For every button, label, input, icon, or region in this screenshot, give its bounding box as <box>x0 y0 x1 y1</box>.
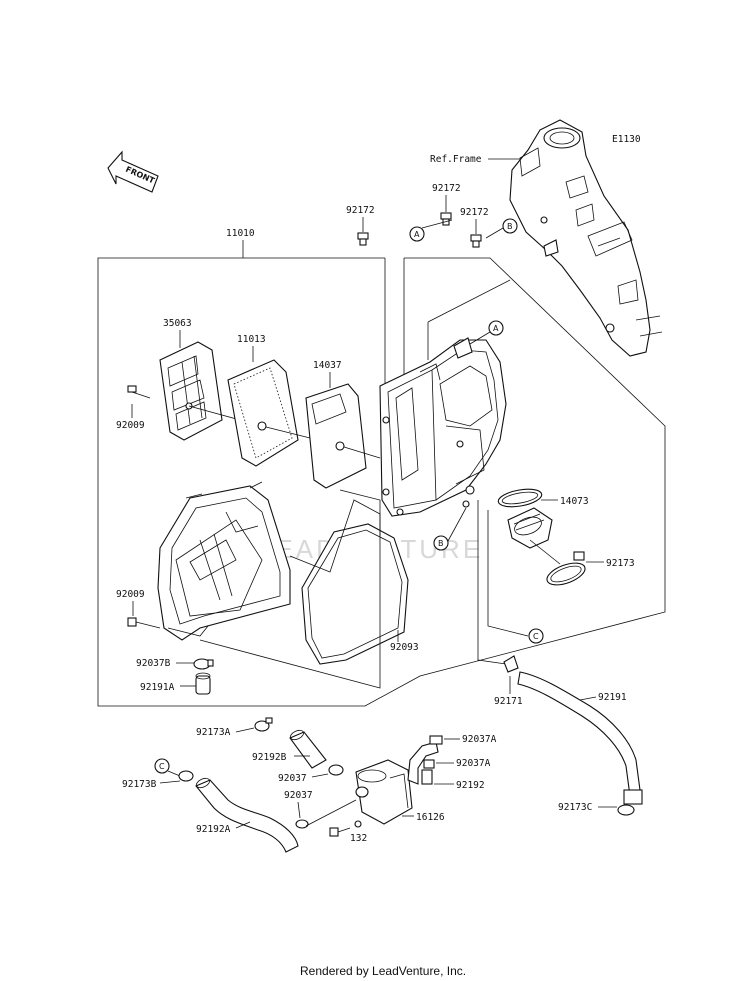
part-label-132: 132 <box>350 833 367 844</box>
hose-short <box>289 729 327 769</box>
hose-clamp <box>178 770 194 782</box>
clip <box>503 655 519 673</box>
upper-case <box>379 337 507 517</box>
hose-clamp <box>193 658 214 670</box>
hose-clamp <box>254 717 273 732</box>
drain-plug <box>195 672 211 695</box>
hose-clamp <box>429 735 443 745</box>
screw-icon <box>127 617 161 629</box>
svg-text:C: C <box>159 762 165 771</box>
lower-case <box>157 481 291 641</box>
bolt-icon <box>470 234 482 248</box>
part-label-16126: 16126 <box>416 812 445 823</box>
part-label-92037-lower: 92037 <box>284 790 313 801</box>
part-label-92037A-upper: 92037A <box>462 734 497 745</box>
svg-text:A: A <box>493 324 499 333</box>
callout-c-case: C <box>528 628 544 644</box>
callout-b-case: B <box>433 535 449 551</box>
svg-text:A: A <box>414 230 420 239</box>
callout-a-case: A <box>488 320 504 336</box>
part-label-14073: 14073 <box>560 496 589 507</box>
part-label-92191A: 92191A <box>140 682 175 693</box>
svg-text:B: B <box>507 222 513 231</box>
part-label-92037-upper: 92037 <box>278 773 307 784</box>
callout-c-lower: C <box>154 758 170 774</box>
intake-duct <box>507 507 553 549</box>
screw-icon <box>127 385 151 399</box>
drain-hose <box>517 671 643 805</box>
part-label-92191: 92191 <box>598 692 627 703</box>
gasket <box>301 523 409 665</box>
part-label-92173A: 92173A <box>196 727 231 738</box>
part-label-14037: 14037 <box>313 360 342 371</box>
element-holder <box>159 341 223 441</box>
seal-ring <box>497 488 543 508</box>
part-label-92172-left: 92172 <box>346 205 375 216</box>
ref-frame-label: Ref.Frame <box>430 154 482 165</box>
filter-screen <box>305 383 367 489</box>
footer-credit: Rendered by LeadVenture, Inc. <box>300 964 466 978</box>
part-label-35063: 35063 <box>163 318 192 329</box>
part-label-92192: 92192 <box>456 780 485 791</box>
part-label-92172-top: 92172 <box>432 183 461 194</box>
part-label-92173C: 92173C <box>558 802 592 813</box>
hose-clamp <box>423 759 435 769</box>
part-label-92192B: 92192B <box>252 752 287 763</box>
bolt-icon <box>357 232 369 246</box>
part-label-92093: 92093 <box>390 642 419 653</box>
hose-clamp <box>546 551 586 586</box>
bolt-icon <box>329 827 351 837</box>
hose-clamp <box>295 819 309 829</box>
hose-upper-right <box>407 741 439 785</box>
hose-clamp <box>328 764 344 776</box>
svg-text:B: B <box>438 539 444 548</box>
hose-curved <box>195 777 299 853</box>
svg-text:C: C <box>533 632 539 641</box>
part-label-92009-lower: 92009 <box>116 589 145 600</box>
part-label-92037A-lower: 92037A <box>456 758 491 769</box>
group-outline <box>97 257 666 707</box>
breather-valve <box>354 759 413 828</box>
hose-clamp <box>617 804 635 816</box>
part-label-92173: 92173 <box>606 558 635 569</box>
part-label-92192A: 92192A <box>196 824 231 835</box>
callout-a-top: A <box>409 226 425 242</box>
diagram-code: E1130 <box>612 134 641 145</box>
hose-small <box>421 769 433 785</box>
part-label-92172-right: 92172 <box>460 207 489 218</box>
callout-b-top: B <box>502 218 518 234</box>
part-label-92009-upper: 92009 <box>116 420 145 431</box>
filter-element <box>227 359 299 467</box>
part-label-92171: 92171 <box>494 696 523 707</box>
part-label-11010: 11010 <box>226 228 255 239</box>
part-label-11013: 11013 <box>237 334 266 345</box>
part-label-92173B: 92173B <box>122 779 157 790</box>
part-label-92037B: 92037B <box>136 658 171 669</box>
bolt-icon <box>440 212 452 226</box>
front-arrow-icon: FRONT <box>107 150 159 193</box>
frame-ref <box>509 119 663 357</box>
